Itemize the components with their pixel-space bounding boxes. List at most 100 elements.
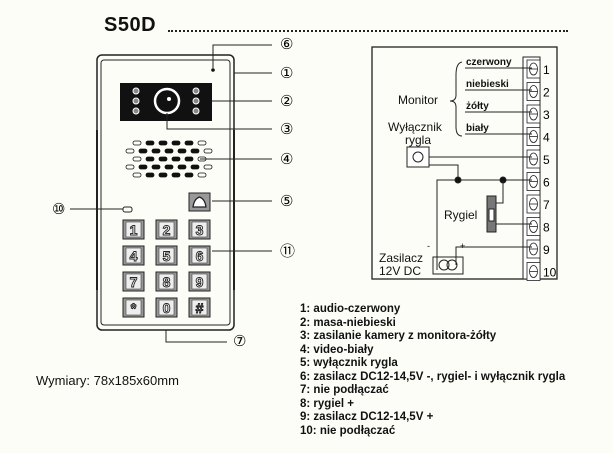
panel-face xyxy=(100,59,231,326)
legend-item: 1: audio-czerwony xyxy=(300,303,401,315)
monitor-label: Monitor xyxy=(398,93,439,107)
callout-number: ⑤ xyxy=(280,194,293,210)
terminal-number: 8 xyxy=(543,221,550,235)
model-title: S50D xyxy=(104,14,157,36)
keypad-key[interactable]: * xyxy=(122,297,145,318)
callout-number: ① xyxy=(280,66,293,82)
wire-label-yellow: żółty xyxy=(466,101,489,112)
callout-number: ③ xyxy=(280,122,293,138)
wire-label-white: biały xyxy=(466,123,489,134)
keypad-key-label: 3 xyxy=(196,222,204,238)
legend-item: 6: zasilacz DC12-14,5V -, rygiel- i wyłą… xyxy=(300,370,566,383)
grille-hole xyxy=(132,172,142,178)
keypad-key[interactable]: 8 xyxy=(155,271,178,292)
legend-item: 5: wyłącznik rygla xyxy=(300,357,398,369)
keypad-key[interactable]: 0 xyxy=(155,297,178,318)
grille-hole xyxy=(171,140,181,146)
grille-hole xyxy=(151,148,161,154)
legend-item: 9: zasilacz DC12-14,5V + xyxy=(300,411,434,423)
grille-hole xyxy=(203,148,213,154)
grille-hole xyxy=(138,148,148,154)
grille-hole xyxy=(164,148,174,154)
keypad-key-label: 0 xyxy=(163,300,171,316)
terminal-number: 4 xyxy=(543,131,550,145)
grille-hole xyxy=(145,172,155,178)
grille-hole xyxy=(190,164,200,170)
grille-hole xyxy=(177,148,187,154)
bell-icon xyxy=(192,196,207,208)
terminal-number: 1 xyxy=(543,63,550,77)
keypad-key-label: 6 xyxy=(196,248,204,264)
keypad-key-label: # xyxy=(196,300,204,316)
psu-label-1: Zasilacz xyxy=(379,251,424,265)
keypad-key[interactable]: 7 xyxy=(122,271,145,292)
terminal-number: 6 xyxy=(543,176,550,190)
lock-switch-label-2: rygla xyxy=(405,133,432,147)
terminal-number: 3 xyxy=(543,108,550,122)
keypad-key[interactable]: 4 xyxy=(122,245,145,266)
grille-hole xyxy=(203,164,213,170)
grille-hole xyxy=(184,140,194,146)
grille-hole xyxy=(190,148,200,154)
grille-hole xyxy=(158,140,168,146)
keypad-key[interactable]: 6 xyxy=(188,245,211,266)
grille-hole xyxy=(145,140,155,146)
grille-hole xyxy=(171,156,181,162)
keypad-key-label: * xyxy=(131,300,137,316)
keypad-key-label: 7 xyxy=(130,274,138,290)
keypad-key-label: 1 xyxy=(130,222,138,238)
keypad-key-label: 2 xyxy=(163,222,171,238)
keypad-key[interactable]: 3 xyxy=(188,219,211,240)
grille-hole xyxy=(158,172,168,178)
psu-plus: + xyxy=(460,241,466,251)
lock-label: Rygiel xyxy=(444,208,478,222)
intercom-panel: 1 2 3 4 5 6 7 8 9 * 0 # xyxy=(96,54,235,331)
keypad-key[interactable]: 2 xyxy=(155,219,178,240)
callout-number: ⑥ xyxy=(280,37,293,53)
wiring-diagram: 1 2 3 4 5 6 7 8 9 10 xyxy=(371,46,558,281)
psu-minus: - xyxy=(427,241,430,251)
keypad-key-label: 9 xyxy=(196,274,204,290)
terminal-number: 10 xyxy=(543,266,557,280)
microphone-hole xyxy=(211,68,215,72)
grille-hole xyxy=(151,164,161,170)
grille-hole xyxy=(177,164,187,170)
terminal-number: 2 xyxy=(543,86,550,100)
status-led xyxy=(122,206,133,213)
terminal-legend: 1: audio-czerwony 2: masa-niebieski 3: z… xyxy=(300,303,565,438)
legend-item: 8: rygiel + xyxy=(300,397,355,410)
grille-hole xyxy=(125,148,135,154)
keypad-key[interactable]: # xyxy=(188,297,211,318)
keypad-key-label: 5 xyxy=(163,248,171,264)
callout-number: ② xyxy=(280,94,293,110)
grille-hole xyxy=(184,156,194,162)
terminal-number: 9 xyxy=(543,243,550,257)
terminal-number: 5 xyxy=(543,153,550,167)
grille-hole xyxy=(138,164,148,170)
grille-hole xyxy=(171,172,181,178)
call-button[interactable] xyxy=(188,192,211,212)
keypad-key[interactable]: 1 xyxy=(122,219,145,240)
keypad-key[interactable]: 9 xyxy=(188,271,211,292)
grille-hole xyxy=(158,156,168,162)
speaker-grille xyxy=(125,140,213,178)
dimensions-text: Wymiary: 78x185x60mm xyxy=(36,373,179,388)
legend-item: 10: nie podłączać xyxy=(300,424,396,437)
power-supply-icon xyxy=(446,259,458,271)
legend-item: 7: nie podłączać xyxy=(300,384,389,396)
keypad-key[interactable]: 5 xyxy=(155,245,178,266)
legend-item: 4: video-biały xyxy=(300,343,374,356)
wire-label-blue: niebieski xyxy=(466,79,509,90)
grille-hole xyxy=(132,156,142,162)
legend-item: 2: masa-niebieski xyxy=(300,316,396,329)
legend-item: 3: zasilanie kamery z monitora-żółty xyxy=(300,330,497,342)
wire-label-red: czerwony xyxy=(466,57,512,68)
grille-hole xyxy=(197,172,207,178)
psu-label-2: 12V DC xyxy=(379,264,422,278)
terminal-number: 7 xyxy=(543,198,550,212)
callout-lines xyxy=(70,44,272,343)
grille-hole xyxy=(125,164,135,170)
wiring-frame xyxy=(371,46,558,280)
